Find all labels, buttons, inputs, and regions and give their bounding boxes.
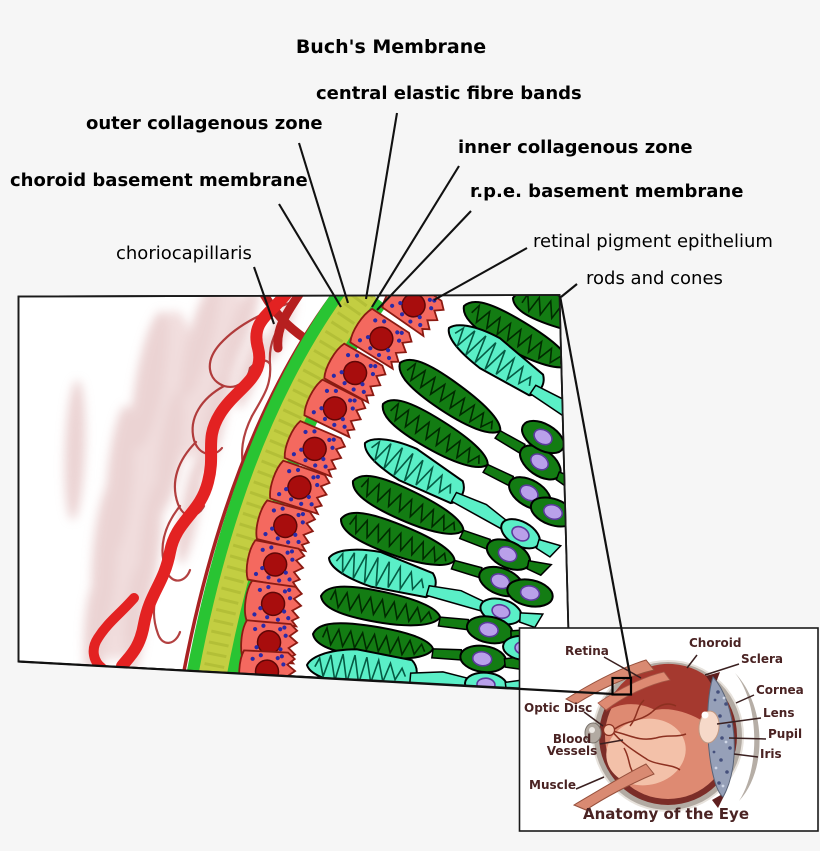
inset-label-cornea: Cornea (756, 683, 804, 697)
inset-label-iris: Iris (760, 747, 782, 761)
bruchs-membrane-band (181, 295, 387, 683)
inset-leader-lines (575, 654, 767, 790)
inset-label-choroid: Choroid (689, 636, 742, 650)
inset-label-muscle: Muscle (529, 778, 576, 792)
optic-disc (602, 723, 616, 737)
retinal-blood-vessels (611, 699, 687, 775)
label-central-elastic-fibre-bands: central elastic fibre bands (316, 83, 582, 104)
label-retinal-pigment-epithelium: retinal pigment epithelium (533, 231, 773, 252)
leader-rpe-basement (376, 210, 472, 311)
label-outer-collagenous-zone: outer collagenous zone (86, 113, 323, 134)
inset-caption: Anatomy of the Eye (582, 805, 750, 823)
iris-texture (712, 690, 732, 785)
central-elastic-band (198, 295, 378, 681)
eye-muscle-bottom (572, 763, 655, 811)
leader-retinal-pigment-epithelium (433, 247, 528, 301)
leader-rods-and-cones (560, 283, 578, 298)
label-inner-collagenous-zone: inner collagenous zone (458, 137, 693, 158)
inset-label-sclera: Sclera (741, 652, 784, 666)
inset-label-blood-vessels: Blood Vessels (546, 732, 598, 758)
leader-inner-collagenous (371, 165, 460, 308)
leader-central-elastic (364, 112, 399, 300)
label-buchs-membrane: Buch's Membrane (295, 36, 487, 58)
eye-cornea (735, 673, 760, 801)
main-leader-lines (253, 112, 578, 325)
inset-label-lens: Lens (763, 706, 795, 720)
magnifier-square (611, 676, 633, 696)
label-rpe-basement-membrane: r.p.e. basement membrane (470, 181, 744, 202)
main-diagram-content (64, 295, 570, 691)
label-choroid-basement-membrane: choroid basement membrane (10, 170, 308, 191)
lens-highlight (701, 711, 709, 719)
leader-choroid-basement (278, 203, 342, 308)
optic-nerve-stub (584, 722, 602, 744)
magnifier-connectors (18, 295, 633, 696)
leader-outer-collagenous (297, 142, 350, 304)
retina-band (597, 671, 671, 711)
inset-label-pupil: Pupil (768, 727, 803, 741)
label-choriocapillaris: choriocapillaris (116, 243, 252, 264)
eye-lens (698, 710, 720, 744)
leader-choriocapillaris (253, 266, 275, 325)
inset-label-optic-disc: Optic Disc (524, 701, 593, 715)
inset-label-retina: Retina (565, 644, 609, 658)
eye-inset (518, 627, 819, 832)
label-rods-and-cones: rods and cones (586, 268, 723, 289)
